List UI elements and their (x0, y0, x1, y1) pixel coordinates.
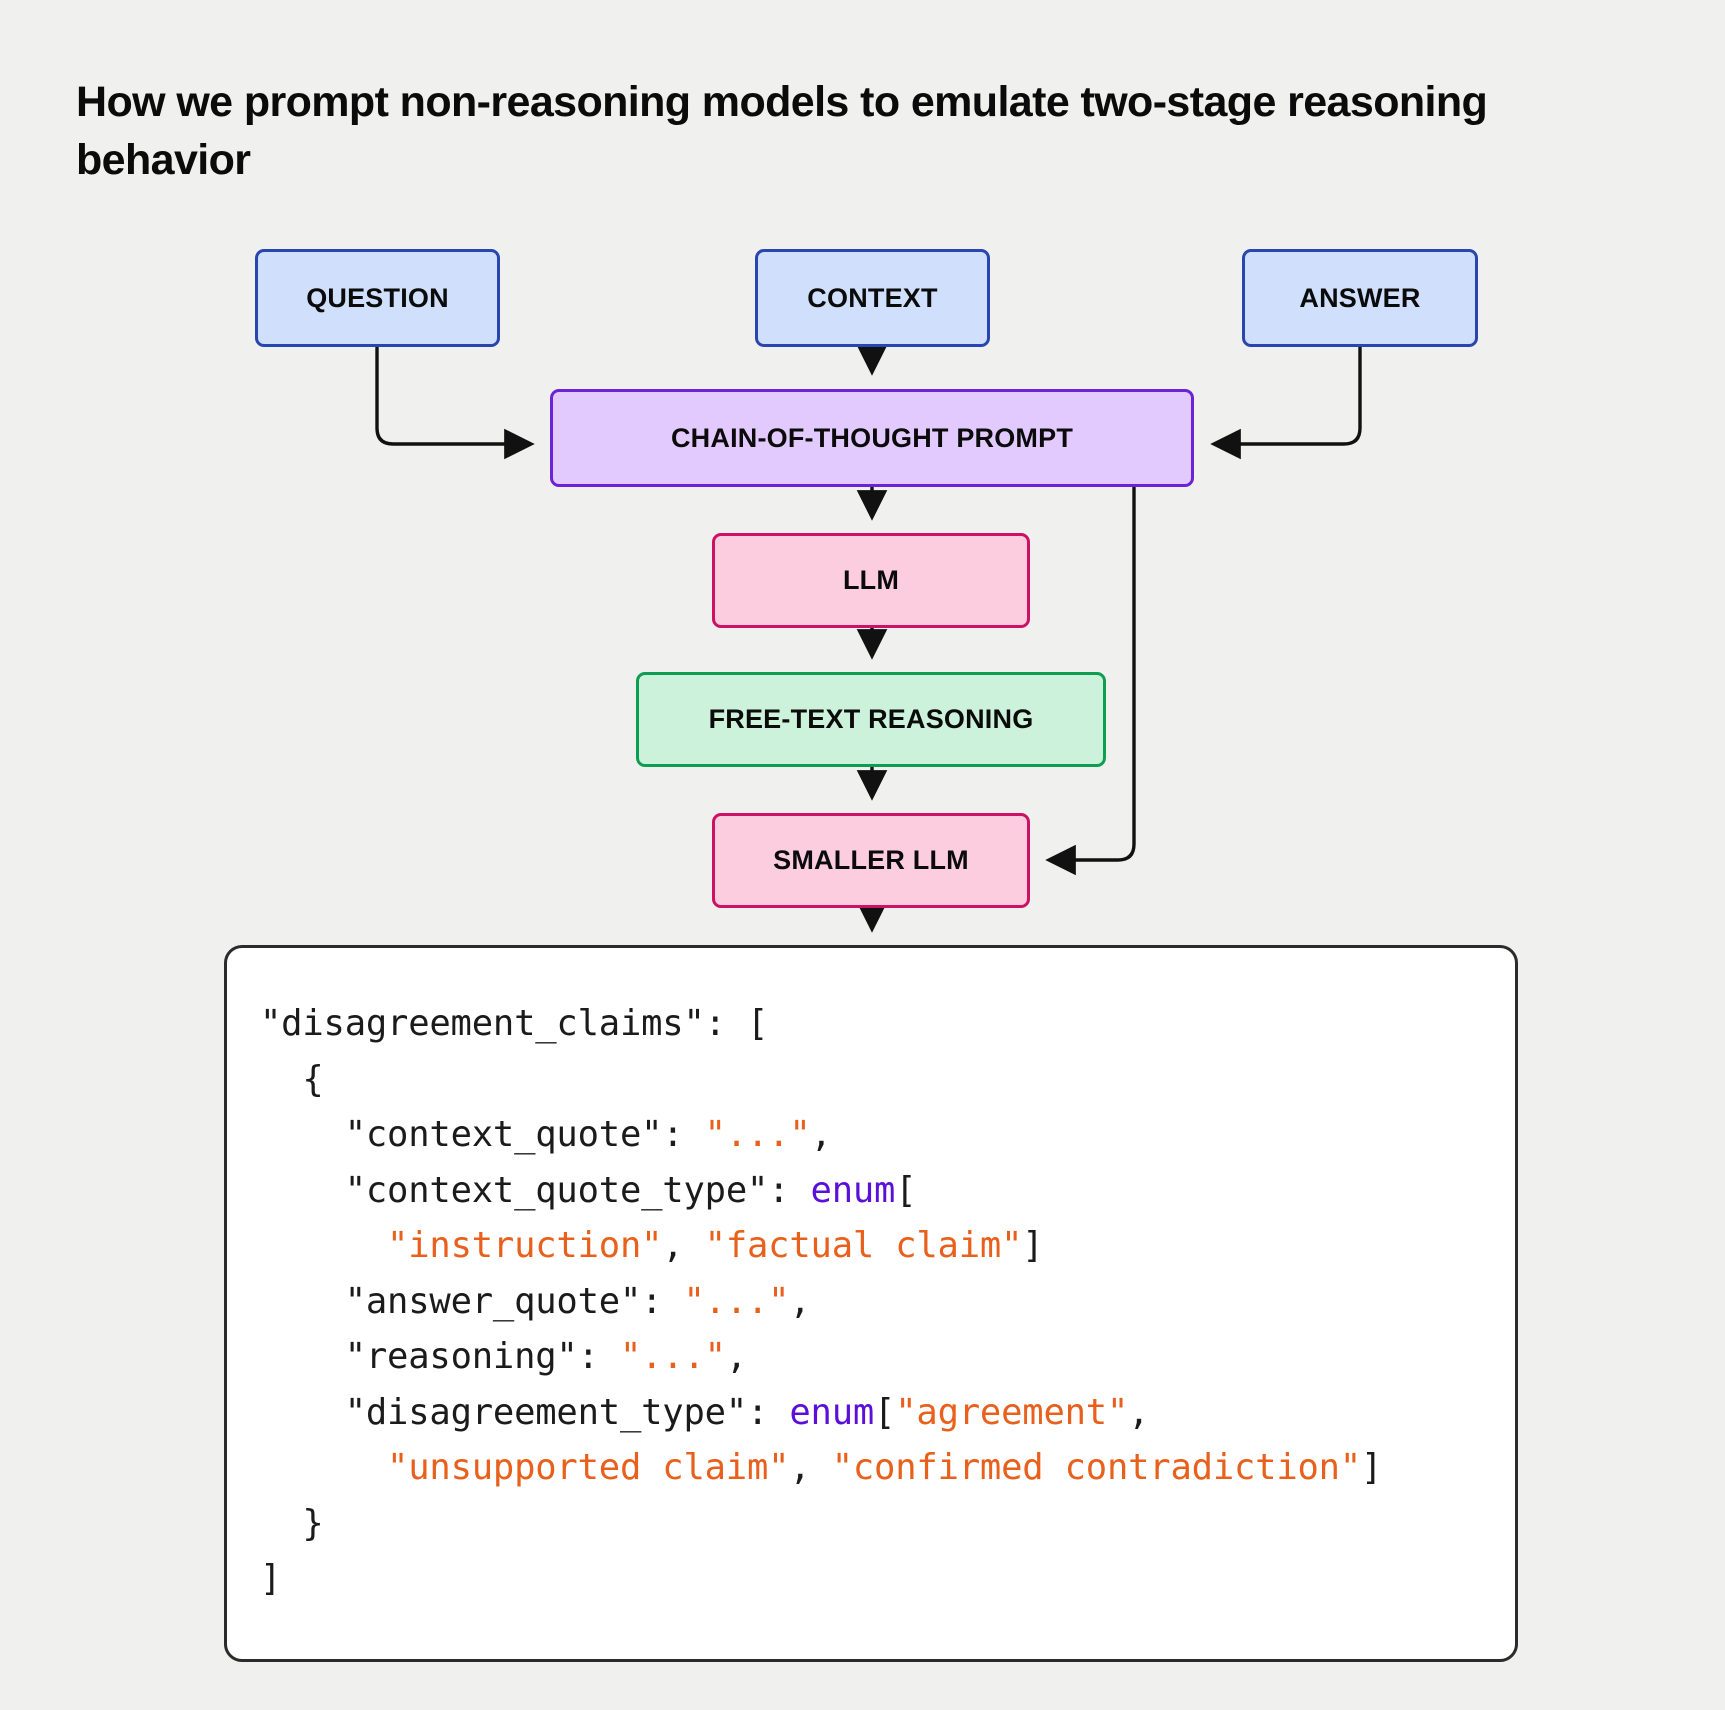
code-token-pl: "reasoning": (344, 1336, 620, 1377)
page-title: How we prompt non-reasoning models to em… (76, 78, 1488, 184)
code-token-pl: , (810, 1114, 832, 1155)
code-token-pl: "disagreement_claims": [ (260, 1003, 769, 1044)
node-answer[interactable]: ANSWER (1242, 249, 1478, 347)
edge-question-to-cot (375, 347, 535, 460)
code-token-pl: ] (1361, 1447, 1383, 1488)
code-line: "answer_quote": "...", (260, 1274, 1382, 1330)
code-token-pl: "disagreement_type": (344, 1391, 790, 1433)
code-indent (260, 1281, 345, 1322)
code-token-str: "instruction" (387, 1225, 663, 1266)
code-indent (260, 1447, 387, 1488)
code-token-str: "..." (683, 1280, 790, 1322)
code-token-pl: , (789, 1280, 811, 1322)
code-line: "disagreement_type": enum["agreement", (260, 1385, 1382, 1441)
code-token-kw: enum (810, 1169, 896, 1211)
code-line: "context_quote": "...", (260, 1107, 1382, 1163)
code-indent (260, 1059, 302, 1100)
code-token-pl: , (725, 1336, 748, 1377)
code-token-kw: enum (789, 1391, 875, 1433)
code-token-pl: { (302, 1058, 324, 1100)
code-token-pl: ] (1022, 1225, 1044, 1266)
code-line: } (260, 1496, 1382, 1552)
node-context[interactable]: CONTEXT (755, 249, 990, 347)
code-token-pl: , (789, 1447, 832, 1488)
code-token-str: "factual claim" (704, 1225, 1023, 1266)
node-smaller-llm[interactable]: SMALLER LLM (712, 813, 1030, 908)
code-token-pl: [ (895, 1169, 917, 1211)
node-free-text-reasoning[interactable]: FREE-TEXT REASONING (636, 672, 1106, 767)
code-line: ] (260, 1551, 1382, 1607)
code-token-pl: , (662, 1225, 705, 1266)
code-token-pl: ] (260, 1558, 282, 1599)
node-chain-of-thought-prompt[interactable]: CHAIN-OF-THOUGHT PROMPT (550, 389, 1194, 487)
code-token-pl: , (1128, 1391, 1150, 1433)
code-token-str: "..." (704, 1114, 811, 1155)
code-line: "unsupported claim", "confirmed contradi… (260, 1440, 1382, 1496)
code-token-str: "confirmed contradiction" (831, 1447, 1362, 1488)
edge-answer-to-cot (1210, 347, 1362, 460)
code-output-panel: "disagreement_claims": [ { "context_quot… (224, 945, 1518, 1662)
code-token-pl: "context_quote": (344, 1114, 705, 1155)
node-question[interactable]: QUESTION (255, 249, 500, 347)
code-line: "reasoning": "...", (260, 1329, 1382, 1385)
code-token-pl: "answer_quote": (344, 1280, 684, 1322)
node-llm[interactable]: LLM (712, 533, 1030, 628)
code-token-str: "agreement" (895, 1391, 1129, 1433)
code-line: "context_quote_type": enum[ (260, 1163, 1382, 1219)
code-line: "instruction", "factual claim"] (260, 1218, 1382, 1274)
code-token-pl: "context_quote_type": (344, 1169, 811, 1211)
code-indent (260, 1170, 345, 1211)
code-indent (260, 1225, 387, 1266)
code-indent (260, 1336, 345, 1377)
code-indent (260, 1114, 345, 1155)
code-output-text: "disagreement_claims": [ { "context_quot… (260, 996, 1382, 1607)
code-token-pl: [ (874, 1391, 896, 1433)
code-indent (260, 1503, 302, 1544)
code-indent (260, 1392, 345, 1433)
code-token-pl: } (302, 1502, 324, 1544)
code-line: { (260, 1052, 1382, 1108)
code-token-str: "unsupported claim" (387, 1447, 790, 1488)
code-line: "disagreement_claims": [ (260, 996, 1382, 1052)
code-token-str: "..." (619, 1336, 726, 1377)
